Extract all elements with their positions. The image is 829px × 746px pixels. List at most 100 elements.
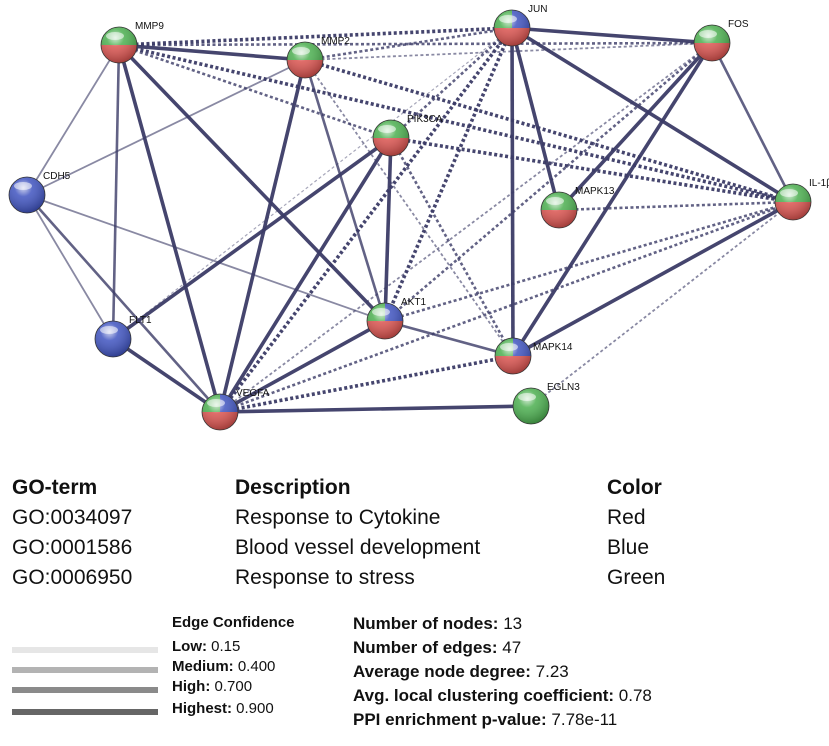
network-stats: Number of nodes: 13 Number of edges: 47 … — [353, 614, 823, 734]
stat-average-node-degree: Average node degree: 7.23 — [353, 662, 823, 686]
legend-item-highest: Highest: 0.900 — [12, 700, 342, 720]
edge-mmp9-vegfa — [117, 44, 222, 413]
go-term-color: Green — [607, 566, 666, 589]
edge-mmp9-mmp2 — [118, 43, 306, 62]
legend-value: 0.900 — [236, 700, 274, 717]
edge-jun-flt1 — [112, 27, 513, 340]
node-highlight — [14, 182, 32, 190]
edge-mmp2-cdh5 — [26, 59, 306, 196]
node-label: FLT1 — [129, 315, 152, 326]
stat-label: PPI enrichment p-value: — [353, 710, 547, 729]
stat-label: Number of nodes: — [353, 614, 499, 633]
go-term-id: GO:0006950 — [12, 566, 133, 589]
edge-mmp2-akt1 — [303, 59, 387, 322]
node-cdh5[interactable]: CDH5 — [8, 171, 71, 214]
edge-pik3ca-akt1 — [383, 137, 393, 322]
edge-mmp9-flt1 — [111, 44, 121, 340]
edge-mmp2-fos — [304, 42, 713, 61]
edge-akt1-mapk14 — [384, 319, 514, 358]
node-mapk14[interactable]: MAPK14 — [494, 337, 573, 375]
go-table-row: GO:0001586 Blood vessel development Blue — [12, 536, 712, 566]
node-flt1[interactable]: FLT1 — [94, 315, 152, 358]
node-highlight — [378, 125, 396, 133]
edge-vegfa-il1b — [219, 200, 794, 414]
legend-value: 0.400 — [237, 658, 276, 675]
node-mmp2[interactable]: MMP2 — [286, 36, 350, 79]
edge-pik3ca-vegfa — [218, 137, 393, 413]
node-label: FOS — [728, 19, 749, 30]
node-label: VEGFA — [236, 388, 270, 399]
node-highlight — [500, 343, 518, 351]
node-label: IL-1β — [809, 178, 829, 189]
go-term-description: Response to Cytokine — [235, 506, 441, 529]
node-label: JUN — [528, 4, 547, 15]
stat-label: Avg. local clustering coefficient: — [353, 686, 615, 705]
edge-mmp9-akt1 — [117, 43, 387, 323]
legend-swatch — [12, 647, 158, 653]
legend-item-medium: Medium: 0.400 — [12, 658, 342, 678]
go-table-header: GO-term Description Color — [12, 476, 712, 506]
node-gloss — [8, 176, 46, 214]
legend-text: Medium: 0.400 — [172, 658, 275, 675]
stat-label: Average node degree: — [353, 662, 531, 681]
node-gloss — [94, 320, 132, 358]
legend-value: 0.15 — [211, 638, 241, 655]
legend-item-high: High: 0.700 — [12, 678, 342, 698]
node-label: AKT1 — [401, 297, 426, 308]
edge-akt1-il1b — [384, 200, 794, 323]
edge-fos-mapk14 — [511, 42, 714, 357]
legend-title: Edge Confidence — [172, 614, 295, 631]
node-fos[interactable]: FOS — [693, 19, 749, 62]
node-label: MMP2 — [321, 36, 350, 47]
edge-mmp9-cdh5 — [26, 44, 120, 196]
node-gloss — [493, 9, 531, 47]
edge-flt1-vegfa — [111, 337, 222, 414]
node-jun[interactable]: JUN — [493, 4, 547, 47]
node-label: MAPK14 — [533, 342, 573, 353]
go-term-color: Red — [607, 506, 646, 529]
node-highlight — [207, 399, 225, 407]
node-egln3[interactable]: EGLN3 — [512, 382, 580, 425]
node-highlight — [518, 393, 536, 401]
edge-fos-mapk13 — [557, 41, 714, 212]
node-gloss — [540, 191, 578, 229]
legend-label: Low: — [172, 638, 207, 655]
edge-vegfa-egln3 — [219, 404, 532, 414]
node-mmp9[interactable]: MMP9 — [100, 21, 164, 64]
go-term-description: Blood vessel development — [235, 536, 481, 559]
legend-label: Medium: — [172, 658, 234, 675]
stat-value: 47 — [502, 638, 522, 657]
legend-text: Highest: 0.900 — [172, 700, 274, 717]
header-color: Color — [607, 476, 662, 499]
header-go-term: GO-term — [12, 476, 98, 499]
edge-fos-vegfa — [219, 42, 713, 413]
node-highlight — [100, 326, 118, 334]
edge-jun-akt1 — [383, 27, 514, 322]
go-term-description: Response to stress — [235, 566, 415, 589]
go-table-row: GO:0006950 Response to stress Green — [12, 566, 712, 596]
stat-value: 13 — [503, 614, 523, 633]
stat-number-of-nodes: Number of nodes: 13 — [353, 614, 823, 638]
edge-mmp9-il1b — [118, 43, 794, 204]
node-highlight — [106, 32, 124, 40]
edge-egln3-il1b — [530, 201, 794, 407]
go-term-table: GO-term Description Color GO:0034097 Res… — [12, 476, 712, 596]
node-mapk13[interactable]: MAPK13 — [540, 186, 615, 229]
node-gloss — [372, 119, 410, 157]
node-label: PIK3CA — [407, 114, 443, 125]
node-akt1[interactable]: AKT1 — [366, 297, 426, 340]
node-highlight — [546, 197, 564, 205]
edge-cdh5-flt1 — [26, 194, 114, 340]
node-il1b[interactable]: IL-1β — [774, 178, 829, 221]
node-pik3ca[interactable]: PIK3CA — [372, 114, 443, 157]
node-label: MMP9 — [135, 21, 164, 32]
node-vegfa[interactable]: VEGFA — [201, 388, 270, 431]
edge-mmp9-pik3ca — [118, 43, 392, 140]
edge-cdh5-vegfa — [26, 194, 221, 413]
edge-jun-fos — [511, 26, 713, 45]
edge-confidence-legend: Edge Confidence Low: 0.15 Medium: 0.400 … — [12, 614, 342, 734]
legend-value: 0.700 — [214, 678, 253, 695]
edge-mmp2-il1b — [304, 58, 794, 204]
